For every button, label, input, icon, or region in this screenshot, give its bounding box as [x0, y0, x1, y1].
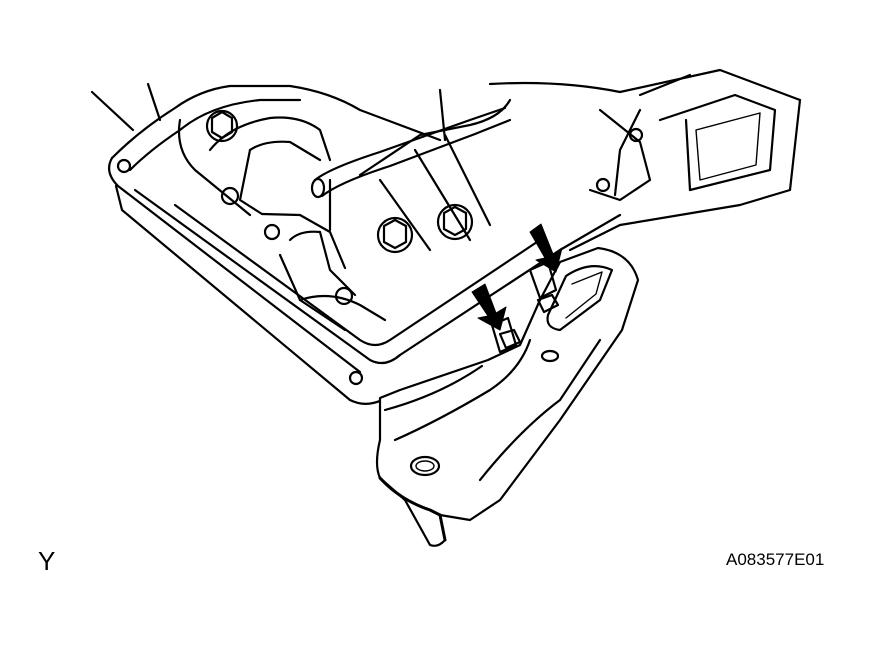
shield-plate [375, 246, 640, 547]
clip-upper [528, 260, 558, 300]
bolt-right [436, 203, 474, 241]
callout-arrow-lower [471, 283, 507, 331]
vent-tube [310, 106, 512, 199]
bolt-left [205, 109, 239, 143]
flange-holes [116, 127, 644, 386]
engine-block-outline [90, 68, 802, 405]
bracket-stay [378, 133, 492, 252]
figure-code: A083577E01 [726, 550, 825, 569]
callout-arrow-upper [529, 223, 563, 273]
view-letter: Y [38, 546, 56, 576]
bolt-center [376, 216, 414, 254]
